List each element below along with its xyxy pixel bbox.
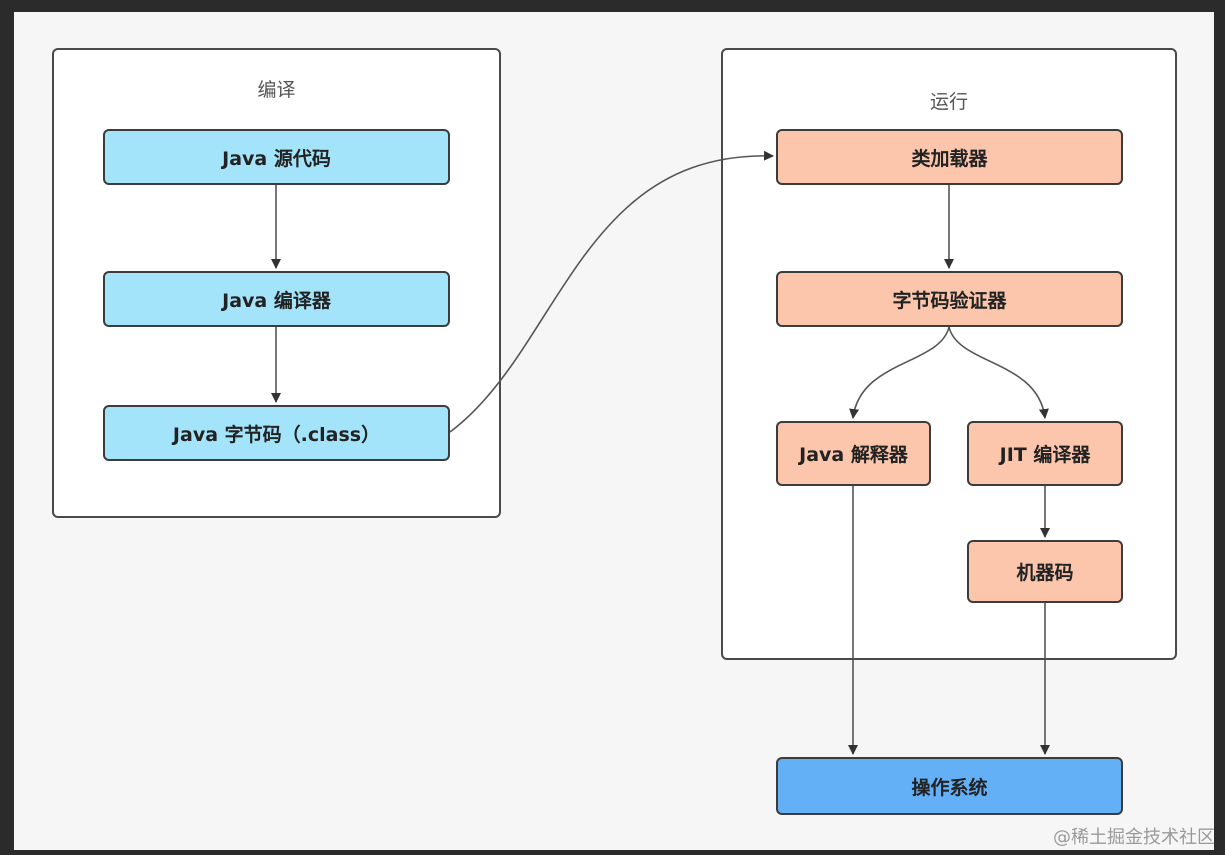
bytecode-verifier-node: 字节码验证器 (776, 271, 1123, 327)
java-source-node: Java 源代码 (103, 129, 450, 185)
operating-system-node: 操作系统 (776, 757, 1123, 815)
java-bytecode-node: Java 字节码（.class） (103, 405, 450, 461)
machine-code-node: 机器码 (967, 540, 1123, 603)
watermark: @稀土掘金技术社区 (1053, 827, 1215, 848)
class-loader-node: 类加载器 (776, 129, 1123, 185)
runtime-group-title: 运行 (929, 91, 968, 113)
compile-group-title: 编译 (257, 79, 296, 101)
jit-compiler-node: JIT 编译器 (967, 421, 1123, 486)
java-compiler-node: Java 编译器 (103, 271, 450, 327)
java-interpreter-node: Java 解释器 (776, 421, 931, 486)
